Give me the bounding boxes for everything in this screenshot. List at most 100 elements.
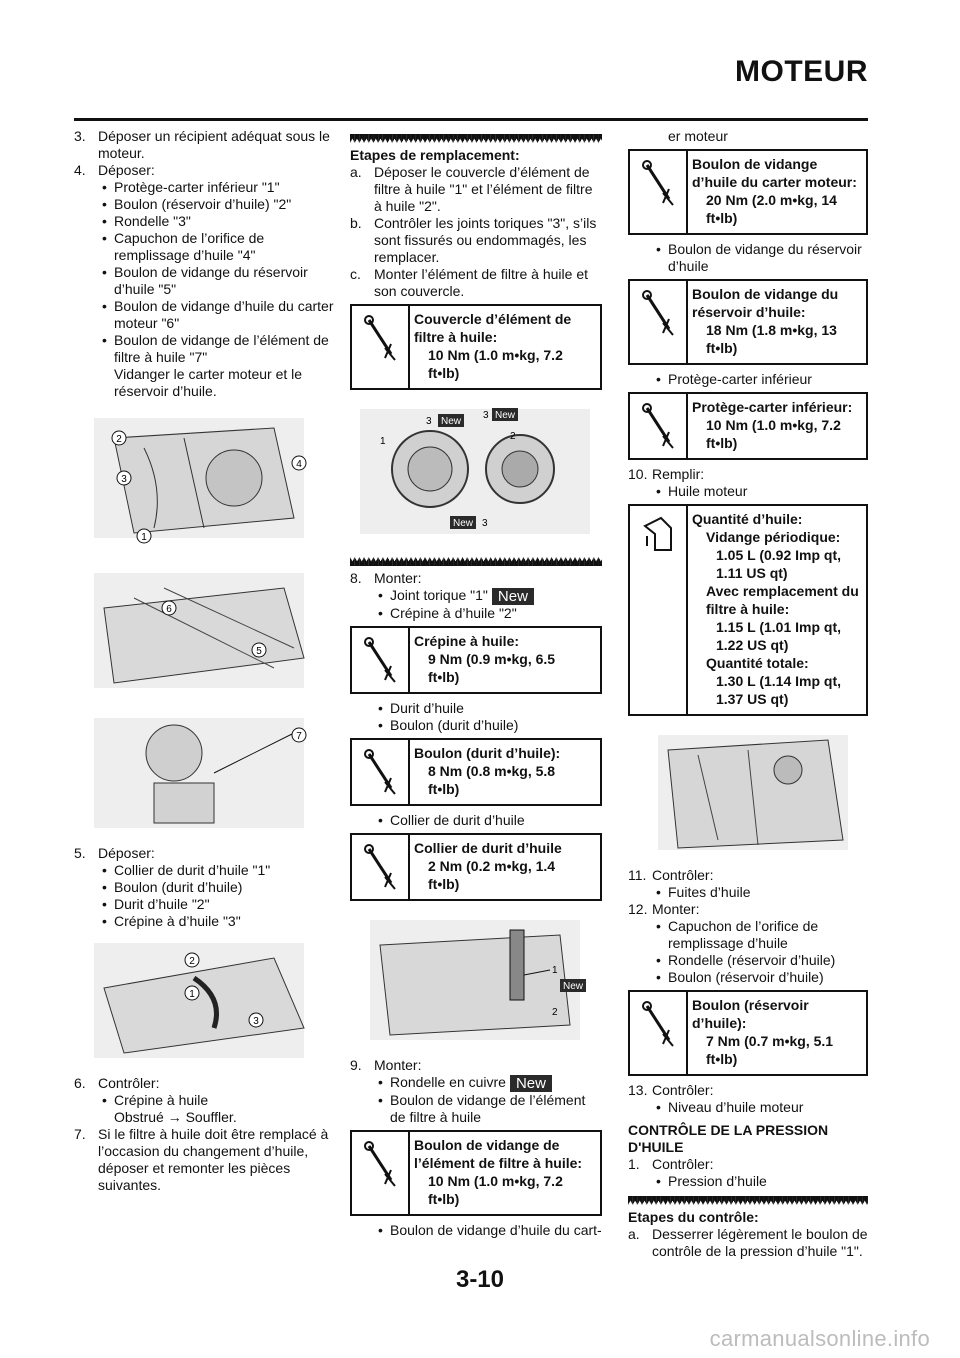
- step-9: 9.Monter:: [350, 1056, 422, 1073]
- page-title: MOTEUR: [735, 55, 868, 88]
- callout-3: 3: [483, 410, 489, 421]
- list-item: •Crépine à d’huile "2": [378, 604, 517, 621]
- list-item: •Joint torique "1"New: [350, 587, 602, 605]
- list-item: •Collier de durit d’huile: [378, 811, 525, 828]
- new-badge: New: [491, 587, 534, 605]
- list-item: •Pression d’huile: [656, 1173, 767, 1189]
- arrow-right-icon: →: [167, 1109, 182, 1125]
- steps-title: Etapes du contrôle:: [628, 1209, 759, 1225]
- torque-wrench-icon: [630, 281, 688, 363]
- list-item: •Durit d’huile: [378, 699, 464, 716]
- torque-wrench-icon: [630, 151, 688, 233]
- torque-wrench-icon: [352, 834, 410, 899]
- step-6: 6.Contrôler:: [74, 1075, 160, 1091]
- list-item: •Crépine à huile: [102, 1092, 209, 1108]
- torque-wrench-icon: [630, 992, 688, 1074]
- torque-wrench-icon: [352, 627, 410, 692]
- new-badge: New: [563, 981, 584, 992]
- step-11: 11.Contrôler:: [628, 867, 714, 883]
- continued-text: er moteur: [668, 128, 728, 144]
- callout-1: 1: [552, 965, 558, 976]
- callout-2: 2: [510, 431, 516, 442]
- step-6-result: Obstrué → Souffler.: [114, 1109, 237, 1125]
- callout-2: 2: [189, 956, 195, 967]
- oil-filter-photo: 3 New 3 New 1 2 New 3: [360, 408, 590, 534]
- list-item: •Capuchon de l’orifice de remplissage d’…: [656, 918, 819, 951]
- step-3: 3.Déposer un récipient adéquat sous le m…: [74, 128, 330, 161]
- list-item: •Protège-carter inférieur: [656, 371, 812, 387]
- engine-photo-2: 6 5: [94, 573, 305, 688]
- oil-can-icon: [630, 506, 688, 714]
- steps-start-marker: [628, 1196, 868, 1205]
- steps-start-marker: [350, 134, 602, 143]
- engine-photo-4: 2 1 3: [94, 943, 305, 1058]
- callout-3: 3: [121, 474, 127, 485]
- list-item: b.Contrôler les joints toriques "3", s’i…: [350, 215, 597, 265]
- list-item: •Huile moteur: [656, 483, 748, 499]
- list-item: •Rondelle "3": [102, 213, 191, 229]
- list-item: •Boulon de vidange du réservoir d’huile …: [102, 264, 308, 297]
- callout-4: 4: [296, 459, 302, 470]
- step-12: 12.Monter:: [628, 901, 700, 917]
- callout-3: 3: [253, 1016, 259, 1027]
- torque-wrench-icon: [352, 306, 410, 388]
- new-badge: New: [495, 410, 516, 421]
- list-item: •Boulon de vidange du réservoir d’huile: [656, 241, 862, 274]
- list-item: •Boulon de vidange de l’élément de filtr…: [378, 1091, 586, 1125]
- list-item: •Niveau d’huile moteur: [656, 1099, 804, 1115]
- callout-5: 5: [256, 646, 262, 657]
- callout-1: 1: [380, 436, 386, 447]
- callout-3: 3: [426, 416, 432, 427]
- list-item: •Boulon (durit d’huile): [102, 879, 243, 895]
- callout-1: 1: [189, 989, 195, 1000]
- torque-spec-box: Boulon (durit d’huile):8 Nm (0.8 m•kg, 5…: [350, 737, 602, 806]
- list-item: •Protège-carter inférieur "1": [102, 179, 280, 195]
- step-4: 4.Déposer:: [74, 162, 155, 178]
- page-number: 3-10: [455, 1266, 505, 1293]
- list-item: •Durit d’huile "2": [102, 896, 210, 912]
- list-item: •Boulon de vidange d’huile du cart-: [378, 1221, 602, 1238]
- column-1: 3.Déposer un récipient adéquat sous le m…: [74, 128, 336, 1194]
- drain-bolt-photo: 1 New 2: [370, 919, 586, 1040]
- oil-tank-photo: [658, 735, 848, 850]
- list-item: a.Desserrer légèrement le boulon de cont…: [628, 1226, 868, 1259]
- callout-2: 2: [116, 434, 122, 445]
- list-item: •Boulon (réservoir d’huile) "2": [102, 196, 292, 212]
- list-item: •Rondelle (réservoir d’huile): [656, 952, 836, 968]
- callout-2: 2: [552, 1007, 558, 1018]
- new-badge: New: [441, 416, 462, 427]
- list-item: •Crépine à d’huile "3": [102, 913, 241, 929]
- list-item: •Boulon (réservoir d’huile): [656, 969, 824, 985]
- torque-wrench-icon: [352, 739, 410, 804]
- step-5: 5.Déposer:: [74, 845, 155, 861]
- step-8: 8.Monter:: [350, 570, 422, 586]
- step-10: 10.Remplir:: [628, 466, 705, 482]
- step-13: 13.Contrôler:: [628, 1082, 714, 1098]
- new-badge: New: [509, 1074, 552, 1092]
- list-item: •Collier de durit d’huile "1": [102, 862, 271, 878]
- watermark: carmanualsonline.info: [709, 1326, 930, 1351]
- step-7: 7.Si le filtre à huile doit être remplac…: [74, 1126, 329, 1193]
- list-item: •Capuchon de l’orifice de remplissage d’…: [102, 230, 265, 263]
- callout-3: 3: [482, 518, 488, 529]
- callout-1: 1: [141, 532, 147, 543]
- engine-photo-3: 7: [94, 718, 307, 828]
- list-item: •Fuites d’huile: [656, 884, 751, 900]
- new-badge: New: [453, 518, 474, 529]
- steps-title: Etapes de remplacement:: [350, 147, 520, 163]
- step-1: 1.Contrôler:: [628, 1156, 714, 1172]
- list-item: •Boulon de vidange de l’élément de filtr…: [102, 332, 329, 365]
- list-item: c.Monter l’élément de filtre à huile et …: [350, 266, 588, 299]
- list-item: a.Déposer le couvercle d’élément de filt…: [350, 164, 593, 214]
- list-item: •Boulon de vidange d’huile du carter mot…: [102, 298, 334, 331]
